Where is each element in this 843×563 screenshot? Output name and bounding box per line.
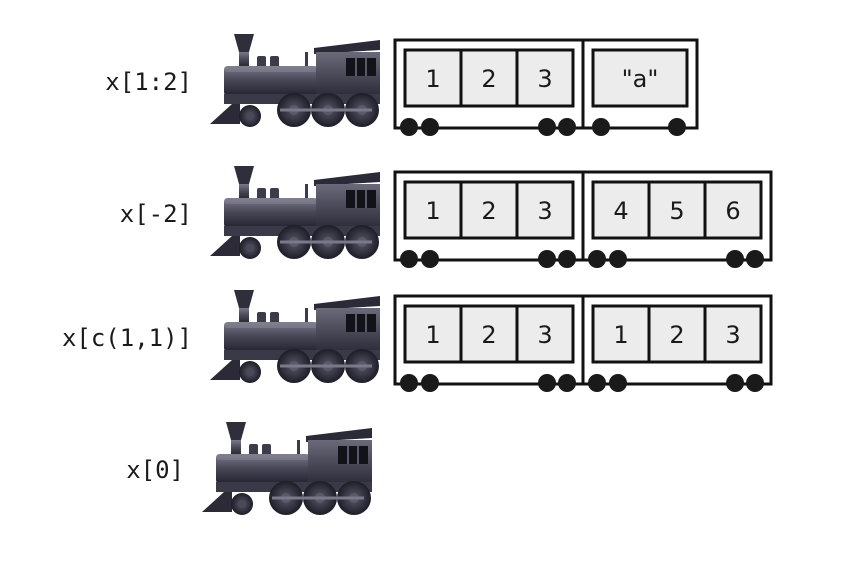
vector-cell bbox=[459, 304, 519, 364]
row-x-1-2: x[1:2] 1 2 3 "a" bbox=[105, 32, 699, 136]
vector-cell bbox=[703, 304, 763, 364]
car-wheel bbox=[588, 250, 606, 268]
cell-value: 5 bbox=[669, 197, 684, 225]
train-car: 1 2 3 bbox=[393, 170, 585, 268]
car-wheel bbox=[609, 374, 627, 392]
car-wheel bbox=[592, 118, 610, 136]
vector-cell bbox=[591, 304, 651, 364]
car-wheel bbox=[538, 250, 556, 268]
car-wheel bbox=[726, 250, 744, 268]
cell-value: 3 bbox=[537, 197, 552, 225]
cell-value: 2 bbox=[481, 321, 496, 349]
code-label: x[-2] bbox=[120, 200, 192, 228]
vector-cell bbox=[515, 48, 575, 108]
vector-cell bbox=[515, 180, 575, 240]
cell-value: 3 bbox=[537, 321, 552, 349]
code-label: x[1:2] bbox=[105, 68, 192, 96]
train-car: 1 2 3 bbox=[393, 294, 585, 392]
vector-cell bbox=[403, 180, 463, 240]
cell-value: 2 bbox=[669, 321, 684, 349]
car-wheel bbox=[421, 250, 439, 268]
car-wheel bbox=[588, 374, 606, 392]
car-wheel bbox=[746, 374, 764, 392]
car-wheel bbox=[421, 118, 439, 136]
vector-cell bbox=[647, 304, 707, 364]
vector-cell bbox=[403, 48, 463, 108]
steam-locomotive-icon bbox=[208, 288, 382, 385]
row-x-0: x[0] bbox=[126, 420, 374, 517]
steam-locomotive-icon bbox=[208, 32, 382, 129]
car-wheel bbox=[668, 118, 686, 136]
steam-locomotive-icon bbox=[208, 164, 382, 261]
vector-cell bbox=[403, 304, 463, 364]
cell-value: 1 bbox=[613, 321, 628, 349]
car-wheel bbox=[400, 374, 418, 392]
car-wheel bbox=[538, 118, 556, 136]
code-label: x[c(1,1)] bbox=[62, 324, 192, 352]
steam-locomotive-icon bbox=[200, 420, 374, 517]
vector-cell bbox=[703, 180, 763, 240]
cell-value: 3 bbox=[725, 321, 740, 349]
code-label: x[0] bbox=[126, 456, 184, 484]
car-wheel bbox=[400, 118, 418, 136]
cell-value: 2 bbox=[481, 65, 496, 93]
car-wheel bbox=[421, 374, 439, 392]
cell-value: 2 bbox=[481, 197, 496, 225]
train-car: 4 5 6 bbox=[581, 170, 773, 268]
train-car: "a" bbox=[581, 38, 699, 136]
vector-cell bbox=[459, 180, 519, 240]
car-wheel bbox=[726, 374, 744, 392]
vector-cell bbox=[459, 48, 519, 108]
row-x-c-1-1: x[c(1,1)] 1 2 3 1 2 3 bbox=[62, 288, 773, 392]
car-wheel bbox=[538, 374, 556, 392]
row-x-minus-2: x[-2] 1 2 3 4 5 6 bbox=[120, 164, 773, 268]
cell-value: 4 bbox=[613, 197, 628, 225]
cell-value: 6 bbox=[725, 197, 740, 225]
train-car: 1 2 3 bbox=[393, 38, 585, 136]
car-wheel bbox=[609, 250, 627, 268]
car-wheel bbox=[400, 250, 418, 268]
train-car: 1 2 3 bbox=[581, 294, 773, 392]
vector-cell bbox=[591, 48, 689, 108]
cell-value: "a" bbox=[622, 65, 659, 93]
cell-value: 1 bbox=[425, 321, 440, 349]
vector-cell bbox=[515, 304, 575, 364]
vector-cell bbox=[591, 180, 651, 240]
car-wheel bbox=[746, 250, 764, 268]
car-wheel bbox=[558, 374, 576, 392]
cell-value: 1 bbox=[425, 197, 440, 225]
car-wheel bbox=[558, 118, 576, 136]
cell-value: 1 bbox=[425, 65, 440, 93]
cell-value: 3 bbox=[537, 65, 552, 93]
car-wheel bbox=[558, 250, 576, 268]
